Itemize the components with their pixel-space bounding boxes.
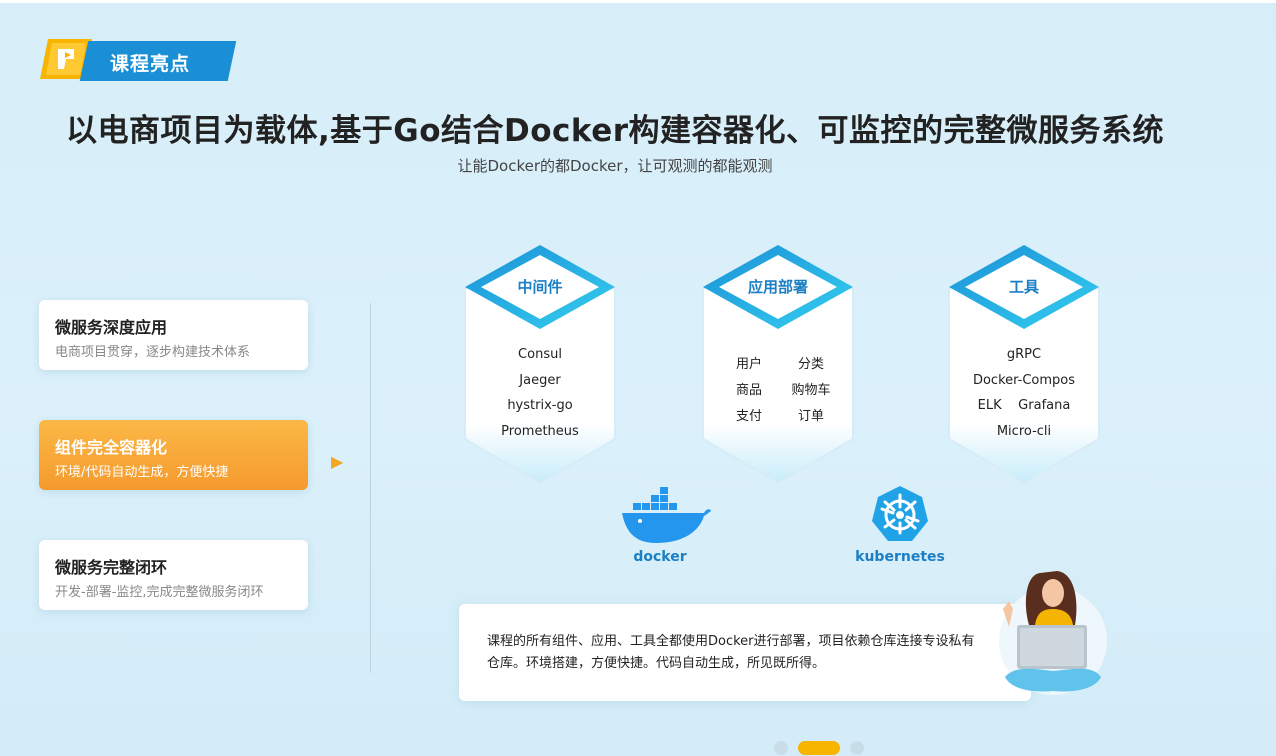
divider bbox=[370, 303, 371, 673]
hex-card-shape bbox=[702, 243, 854, 485]
list-item: gRPC bbox=[1006, 347, 1042, 362]
list-item: Jaeger bbox=[519, 372, 561, 388]
page-title: 以电商项目为载体,基于Go结合Docker构建容器化、可监控的完整微服务系统 bbox=[65, 113, 1165, 149]
category-deployment: 应用部署 用户 分类 商品 购物车 支付 订单 bbox=[701, 243, 855, 485]
pagination-dot-1[interactable] bbox=[774, 741, 788, 755]
feature-title: 微服务深度应用 bbox=[55, 318, 168, 337]
docker-label: docker bbox=[633, 549, 687, 565]
category-middleware: 中间件 Consul Jaeger hystrix-go Prometheus bbox=[463, 243, 617, 485]
list-item: ELK Grafana bbox=[977, 398, 1071, 413]
category-title: 应用部署 bbox=[747, 278, 808, 296]
category-items: gRPC Docker-Compos ELK Grafana Micro-cli bbox=[947, 342, 1101, 444]
section-badge: 课程亮点 bbox=[40, 39, 237, 83]
grid-item: 分类 bbox=[797, 357, 824, 372]
play-logo-icon bbox=[40, 39, 92, 79]
pagination-dot-2[interactable] bbox=[798, 741, 840, 755]
list-item: Consul bbox=[518, 347, 562, 362]
hex-card-shape bbox=[464, 243, 616, 485]
feature-desc: 开发-部署-监控,完成完整微服务闭环 bbox=[55, 585, 264, 600]
category-title: 中间件 bbox=[517, 278, 563, 296]
category-title: 工具 bbox=[1008, 278, 1039, 296]
feature-desc: 电商项目贯穿，逐步构建技术体系 bbox=[55, 345, 251, 360]
grid-item: 订单 bbox=[797, 409, 824, 424]
page-subtitle: 让能Docker的都Docker，让可观测的都能观测 bbox=[457, 157, 773, 175]
list-item: Docker-Compos bbox=[972, 372, 1076, 388]
feature-card-microservice[interactable]: 微服务深度应用 电商项目贯穿，逐步构建技术体系 bbox=[39, 300, 308, 370]
highlights-section: 课程亮点 以电商项目为载体,基于Go结合Docker构建容器化、可监控的完整微服… bbox=[0, 3, 1276, 756]
category-items: Consul Jaeger hystrix-go Prometheus bbox=[463, 342, 617, 444]
pagination-dot-3[interactable] bbox=[850, 741, 864, 755]
grid-item: 用户 bbox=[735, 357, 762, 372]
kubernetes-helm-icon bbox=[872, 486, 928, 541]
feature-title: 微服务完整闭环 bbox=[55, 558, 168, 577]
feature-desc: 环境/代码自动生成，方便快捷 bbox=[55, 465, 229, 480]
feature-card-containerization[interactable]: 组件完全容器化 环境/代码自动生成，方便快捷 bbox=[39, 420, 308, 490]
badge-label: 课程亮点 bbox=[110, 53, 191, 75]
feature-card-closed-loop[interactable]: 微服务完整闭环 开发-部署-监控,完成完整微服务闭环 bbox=[39, 540, 308, 610]
feature-title: 组件完全容器化 bbox=[55, 438, 168, 457]
grid-item: 支付 bbox=[735, 409, 762, 424]
list-item: Prometheus bbox=[501, 423, 579, 439]
person-laptop-illustration bbox=[999, 571, 1107, 695]
list-item: Micro-cli bbox=[996, 423, 1052, 439]
kubernetes-label: kubernetes bbox=[855, 549, 945, 565]
description-text: 课程的所有组件、应用、工具全都使用Docker进行部署，项目依赖仓库连接专设私有… bbox=[487, 634, 975, 671]
grid-item: 购物车 bbox=[791, 383, 831, 398]
hex-card-shape bbox=[948, 243, 1100, 485]
grid-item: 商品 bbox=[735, 383, 762, 398]
list-item: hystrix-go bbox=[507, 398, 573, 413]
category-tools: 工具 gRPC Docker-Compos ELK Grafana Micro-… bbox=[947, 243, 1101, 485]
docker-whale-icon bbox=[622, 487, 711, 543]
description-box: 课程的所有组件、应用、工具全都使用Docker进行部署，项目依赖仓库连接专设私有… bbox=[459, 604, 1031, 701]
selected-arrow-icon: ▶ bbox=[331, 452, 344, 471]
